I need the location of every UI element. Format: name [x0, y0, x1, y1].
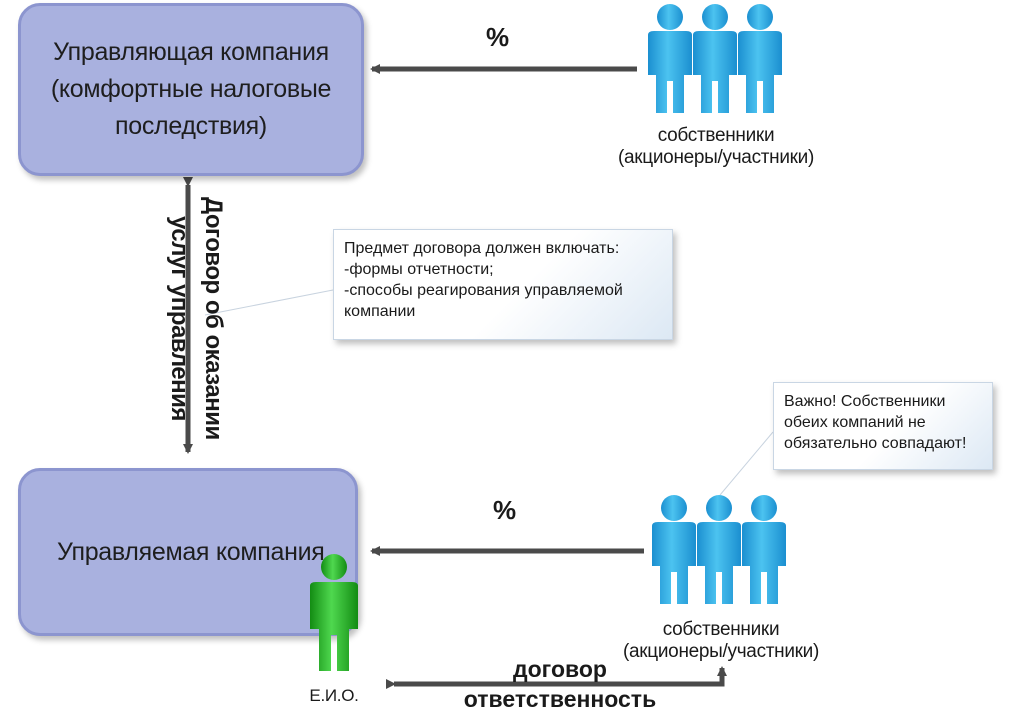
arrow-responsibility — [386, 666, 727, 689]
managing-company-line2: (комфортные налоговые — [50, 75, 332, 103]
percent-top-label: % — [486, 22, 510, 52]
note-subject-line1: Предмет договора должен включать: — [344, 240, 620, 257]
note-2-pointer — [719, 431, 774, 496]
service-contract-line1: Договор об оказании — [200, 197, 227, 440]
note-1-pointer — [204, 289, 334, 316]
note-important-line3: обязательно совпадают! — [784, 435, 967, 452]
owners-bottom-label: собственники (акционеры/участники) — [616, 619, 826, 663]
note-important-line1: Важно! Собственники — [784, 393, 946, 410]
owners-top-line2: (акционеры/участники) — [617, 147, 815, 168]
owners-bottom-line2: (акционеры/участники) — [622, 641, 820, 662]
managing-company-line3: последствия) — [115, 112, 267, 140]
managing-company-box: Управляющая компания (комфортные налогов… — [18, 3, 364, 176]
owners-top-line1: собственники — [657, 125, 775, 146]
note-contract-subject: Предмет договора должен включать: -формы… — [333, 229, 673, 340]
executive-label: Е.И.О. — [309, 686, 359, 705]
owners-bottom-line1: собственники — [662, 619, 780, 640]
service-contract-label: Договор об оказании услуг управления — [160, 196, 230, 441]
percent-bottom-label: % — [493, 495, 517, 525]
responsibility-line2: ответственность — [463, 686, 657, 712]
note-subject-line4: компании — [344, 303, 416, 320]
executive-person-icon — [310, 554, 358, 671]
managed-company-label: Управляемая компания — [57, 537, 325, 566]
note-subject-line2: -формы отчетности; — [344, 261, 494, 278]
note-important-line2: обеих компаний не — [784, 414, 926, 431]
owners-top-label: собственники (акционеры/участники) — [616, 125, 816, 169]
managed-company-box: Управляемая компания — [18, 468, 358, 636]
responsibility-line1: договор — [513, 656, 607, 682]
note-subject-line3: -способы реагирования управляемой — [344, 282, 623, 299]
owners-group-icon — [648, 4, 782, 113]
note-important: Важно! Собственники обеих компаний не об… — [773, 382, 993, 470]
responsibility-contract-label: договор ответственность — [440, 654, 680, 714]
managing-company-line1: Управляющая компания — [53, 38, 329, 66]
service-contract-line2: услуг управления — [166, 216, 193, 421]
owners-group-icon — [652, 495, 786, 604]
